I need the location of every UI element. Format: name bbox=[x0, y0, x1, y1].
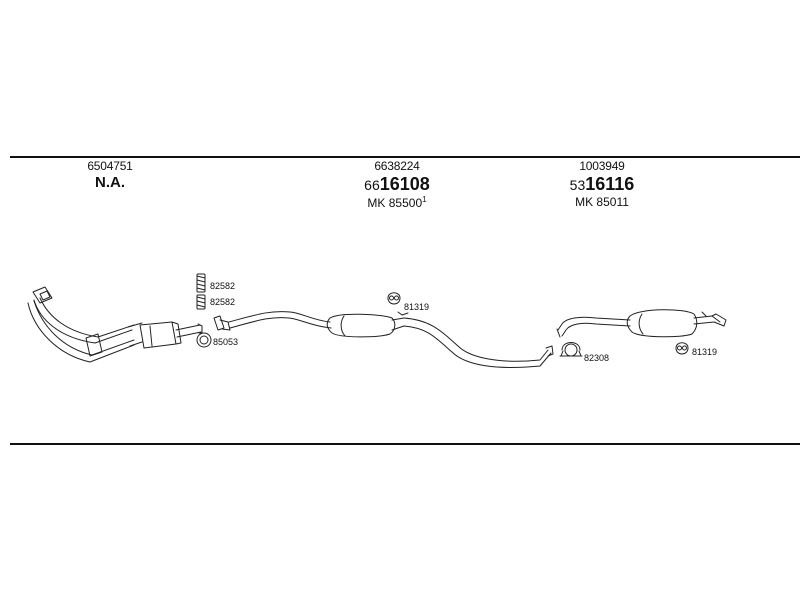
part-number: 6616108 bbox=[364, 175, 430, 193]
top-rule bbox=[10, 156, 800, 158]
clamp-label: 82308 bbox=[584, 353, 609, 363]
catalyst bbox=[139, 321, 203, 349]
hanger-rubber-rear-icon bbox=[675, 342, 689, 355]
oem-number: 6504751 bbox=[87, 159, 133, 173]
rear-muffler bbox=[626, 309, 727, 338]
hanger-label-middle: 81319 bbox=[404, 302, 429, 312]
bottom-rule bbox=[10, 443, 800, 445]
mk-number: MK 855001 bbox=[364, 195, 430, 210]
spring-icon bbox=[196, 273, 206, 310]
part-number: 5316116 bbox=[570, 175, 635, 193]
hanger-rubber-icon bbox=[387, 292, 401, 305]
part-block-rear: 1003949 5316116 MK 85011 bbox=[570, 160, 635, 208]
front-downpipe bbox=[27, 286, 143, 363]
part-block-front: 6504751 N.A. bbox=[87, 159, 133, 191]
part-number-prefix: 66 bbox=[364, 177, 380, 193]
spring-label-top: 82582 bbox=[210, 281, 235, 291]
mk-footnote: 1 bbox=[422, 195, 427, 204]
middle-pipe bbox=[213, 311, 332, 331]
gasket-ring-icon bbox=[196, 332, 212, 348]
clamp-icon bbox=[559, 342, 583, 357]
spring-label-bottom: 82582 bbox=[210, 297, 235, 307]
part-number-suffix: 16116 bbox=[585, 174, 635, 194]
mk-number-text: MK 85500 bbox=[367, 196, 423, 210]
part-block-middle: 6638224 6616108 MK 855001 bbox=[364, 160, 430, 209]
part-number-prefix: 53 bbox=[569, 177, 586, 193]
hanger-label-rear: 81319 bbox=[692, 347, 717, 357]
centre-muffler bbox=[326, 311, 554, 368]
mk-number: MK 85011 bbox=[575, 195, 629, 209]
part-number-suffix: 16108 bbox=[379, 174, 430, 194]
rear-pipe bbox=[556, 316, 631, 338]
part-number-na: N.A. bbox=[94, 174, 125, 191]
oem-number: 6638224 bbox=[374, 159, 420, 173]
gasket-label: 85053 bbox=[213, 337, 238, 347]
oem-number: 1003949 bbox=[579, 159, 625, 173]
